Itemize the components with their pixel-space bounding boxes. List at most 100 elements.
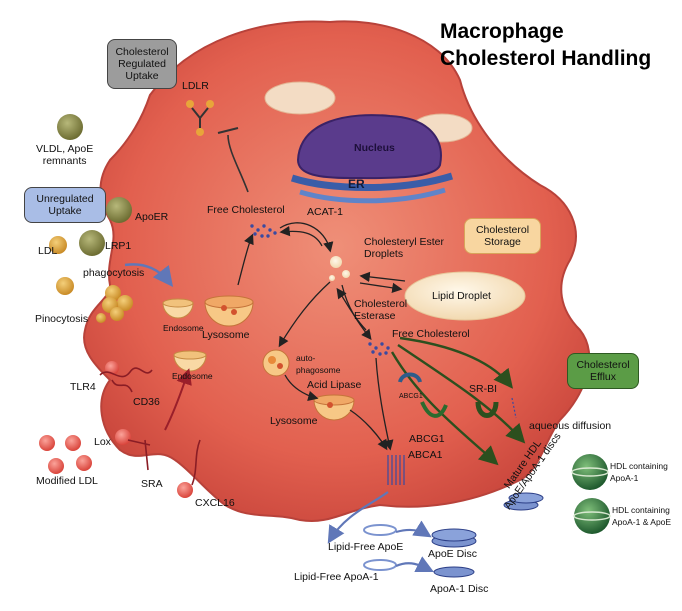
apoer-particle	[106, 197, 132, 223]
modified-ldl-particle	[76, 455, 92, 471]
label-lipid-free-apoa1: Lipid-Free ApoA-1	[294, 571, 379, 583]
label-autophago-line: phagosome	[296, 365, 341, 375]
label-hdl-apoa1-line: HDL containing	[610, 461, 668, 471]
ldl-particle	[49, 236, 67, 254]
label-cxcl16: CXCL16	[195, 497, 235, 509]
label-endosome-2: Endosome	[172, 371, 213, 381]
hdl-apoa1-sphere	[572, 454, 608, 490]
ldl-particle	[56, 277, 74, 295]
label-autophago-line: auto-	[296, 353, 316, 363]
er-shape	[299, 187, 446, 204]
label-acid-lipase: Acid Lipase	[307, 379, 362, 391]
abcg1-large-transporter	[420, 401, 448, 418]
arrow-autophago-lyso	[284, 374, 319, 401]
label-esterase-line: Esterase	[354, 310, 396, 322]
macrophage-cell	[83, 20, 591, 522]
title-line-2: Cholesterol Handling	[440, 47, 652, 70]
label-abcg1-small: ABCG1	[399, 393, 423, 400]
apoe-disc-shape	[431, 528, 477, 542]
label-acat1: ACAT-1	[307, 206, 343, 218]
lysosome2-content	[327, 402, 333, 408]
arrow-from-lipid	[359, 271, 406, 283]
phago-particle	[117, 295, 133, 311]
label-vldl-line: remnants	[42, 155, 87, 167]
label-hdl-apoa1-line: ApoA-1	[610, 473, 639, 483]
tlr4-receptor	[111, 379, 133, 393]
label-esterase-line: Cholesterol	[354, 298, 408, 310]
regulated-box-line: Cholesterol	[115, 46, 169, 58]
unregulated-uptake-box: Unregulated Uptake	[24, 187, 106, 223]
vldl-particle	[57, 114, 83, 140]
lysosome2-rim	[313, 394, 355, 406]
phago-particle	[105, 285, 121, 301]
label-er: ER	[348, 177, 365, 191]
label-vldl-line: VLDL, ApoE	[36, 143, 94, 155]
label-hdl-apoe-line: HDL containing	[612, 505, 670, 515]
arrow-phagocytosis	[124, 263, 174, 287]
free-cholesterol-dots-top	[250, 224, 277, 238]
label-free-cholesterol-top: Free Cholesterol	[207, 204, 285, 216]
label-nucleus: Nucleus	[354, 142, 395, 154]
label-lrp1: LRP1	[105, 240, 132, 252]
label-abca1: ABCA1	[408, 449, 443, 461]
arrow-free-abca1	[375, 357, 394, 451]
unregulated-box-line: Uptake	[48, 205, 82, 217]
label-ester-line: Cholesteryl Ester	[364, 236, 444, 248]
regulated-uptake-box: Cholesterol Regulated Uptake	[107, 39, 177, 89]
lrp1-particle	[79, 230, 105, 256]
arrow-aqueous	[511, 397, 517, 419]
lysosome-rim	[204, 295, 254, 309]
label-modified-ldl: Modified LDL	[36, 475, 98, 487]
hdl-apoa1-apoe-sphere	[574, 498, 610, 534]
label-hdl-apoa1: HDL containing ApoA-1	[610, 460, 668, 484]
autophagosome-shape	[262, 349, 290, 377]
er-shape	[290, 172, 454, 191]
ldlr-ligand	[186, 100, 194, 108]
abca1-transporter	[387, 455, 405, 485]
storage-box-line: Storage	[484, 236, 521, 248]
cxcl16-particle	[177, 482, 193, 498]
endosome-rim	[173, 350, 207, 360]
title-line-1: Macrophage	[440, 20, 564, 43]
apoa1-disc-shape	[433, 566, 475, 578]
label-ldlr: LDLR	[182, 80, 209, 92]
label-autophagosome: auto- phagosome	[296, 352, 340, 376]
label-apoe-disc: ApoE Disc	[428, 548, 478, 560]
label-apoa1-disc: ApoA-1 Disc	[430, 583, 489, 595]
unregulated-box-line: Unregulated	[36, 193, 94, 205]
regulated-box-line: Uptake	[125, 70, 159, 82]
arrow-to-apoe-disc	[395, 520, 432, 538]
label-aqueous: aqueous diffusion	[529, 420, 612, 432]
ester-droplet	[330, 256, 342, 268]
ester-droplet	[342, 270, 350, 278]
lysosome-shape	[204, 301, 254, 327]
efflux-box-line: Cholesterol	[576, 359, 630, 371]
modified-ldl-particle	[48, 458, 64, 474]
label-lox: Lox	[94, 436, 111, 448]
modified-ldl-particle	[39, 435, 55, 451]
abcg1-transporter	[398, 372, 422, 383]
lysosome-content	[221, 305, 227, 311]
label-lipid-droplet: Lipid Droplet	[432, 290, 491, 302]
diagram-title: Macrophage Cholesterol Handling	[440, 18, 651, 72]
vacuole	[264, 81, 336, 115]
mature-hdl-disc	[508, 492, 544, 504]
free-cholesterol-dots-mid	[368, 342, 390, 356]
storage-box-line: Cholesterol	[475, 224, 530, 236]
arrow-acat-back	[279, 225, 323, 247]
label-cd36: CD36	[133, 396, 160, 408]
autophagosome-content	[268, 356, 276, 364]
modified-ldl-particle	[65, 435, 81, 451]
label-tlr4: TLR4	[70, 381, 96, 393]
arrow-to-apoa1-disc	[395, 556, 434, 572]
lipid-free-apoe-shape	[363, 524, 397, 536]
arrow-to-autophago	[278, 281, 331, 348]
autophagosome-content	[277, 363, 283, 369]
ldlr-receptor	[191, 107, 209, 128]
label-abcg1: ABCG1	[409, 433, 445, 445]
label-free-cholesterol-mid: Free Cholesterol	[392, 328, 470, 340]
arrow-abca1-out	[327, 491, 389, 544]
label-srbi: SR-BI	[469, 383, 498, 395]
ldlr-inhibition-bar	[217, 127, 239, 134]
label-pinocytosis: Pinocytosis	[35, 313, 89, 325]
